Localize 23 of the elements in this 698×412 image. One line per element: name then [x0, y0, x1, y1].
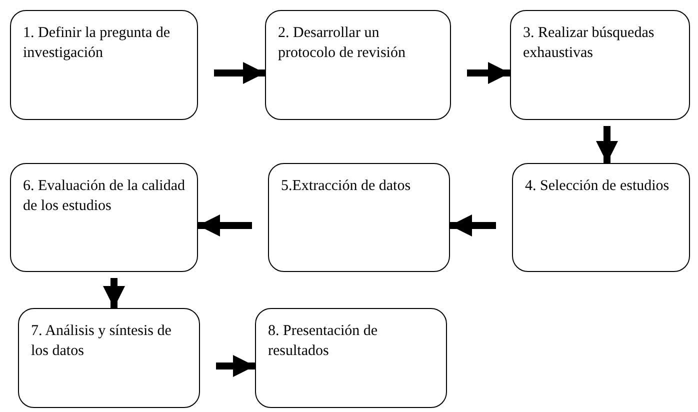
arrow	[103, 278, 125, 308]
arrow	[596, 126, 618, 163]
process-box	[255, 308, 447, 408]
process-box	[268, 163, 450, 272]
process-box	[265, 10, 451, 120]
step-text: 3. Realizar búsquedas exhaustivas	[523, 24, 656, 64]
step-text: 5.Extracción de datos	[281, 177, 412, 196]
arrow	[467, 62, 510, 84]
process-box	[10, 163, 198, 272]
arrow	[216, 355, 255, 377]
process-box	[18, 308, 200, 408]
step-text: 6. Evaluación de la calidad de los estudios	[23, 177, 185, 216]
process-box	[510, 10, 690, 120]
process-box	[512, 163, 690, 272]
process-box	[10, 10, 198, 120]
step-text: 7. Análisis y síntesis de los datos	[31, 322, 172, 362]
arrow	[214, 62, 265, 84]
arrow	[450, 214, 496, 236]
step-text: 1. Definir la pregunta de investigación	[23, 24, 172, 64]
step-text: 4. Selección de estudios	[525, 177, 670, 196]
step-text: 8. Presentación de resultados	[268, 322, 379, 362]
arrow	[198, 214, 252, 236]
step-text: 2. Desarrollar un protocolo de revisión	[278, 24, 406, 64]
